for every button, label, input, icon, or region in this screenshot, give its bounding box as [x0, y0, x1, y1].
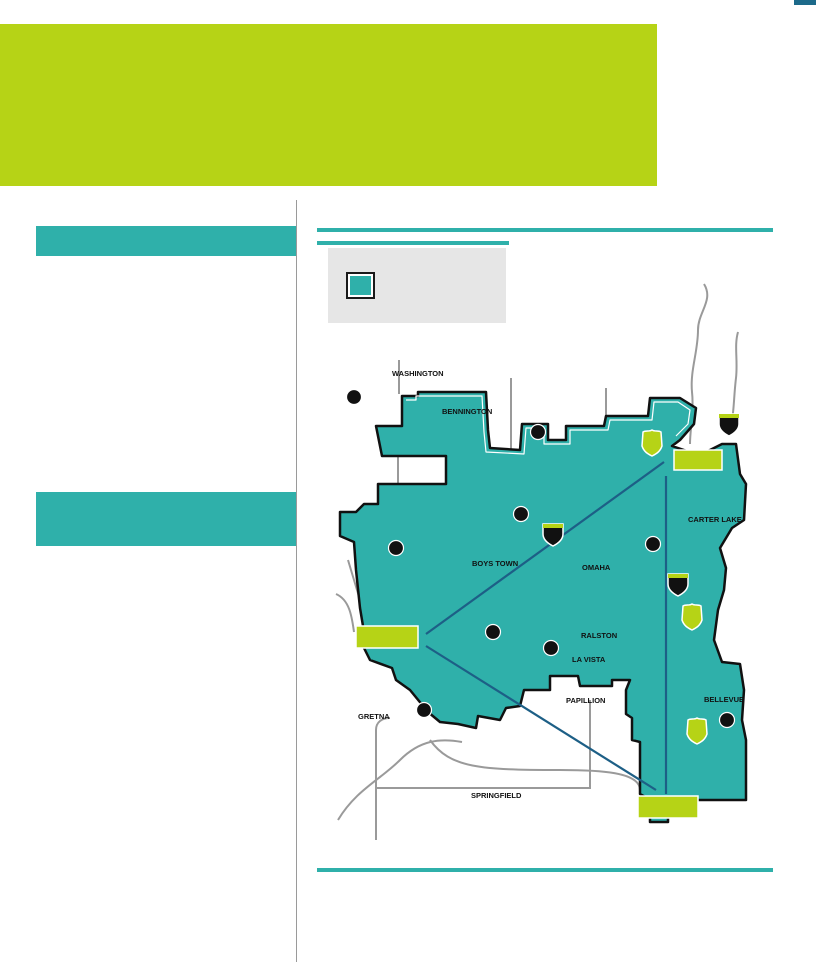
interstate-shields: [542, 413, 740, 597]
road-south-2: [429, 739, 641, 791]
location-markers: [345, 388, 736, 729]
road-west-highway: [335, 593, 355, 633]
map-bottom-rule: [317, 868, 773, 872]
us-route-shields: [641, 429, 708, 745]
vertex-callouts: [355, 449, 723, 819]
location-dot-icon: [718, 711, 736, 729]
place-label: OMAHA: [582, 563, 611, 572]
connector-west-south: [425, 645, 657, 791]
roads-and-rivers: [335, 283, 739, 840]
legend-top-rule: [317, 241, 509, 245]
map-top-rule: [317, 228, 773, 232]
location-dot-icon: [387, 539, 405, 557]
location-dot-icon: [415, 701, 433, 719]
place-labels: WASHINGTON BENNINGTON CARTER LAKE BOYS T…: [358, 369, 744, 800]
teal-area-swatch: [346, 272, 375, 299]
column-divider: [296, 200, 297, 962]
location-dot-icon: [345, 388, 363, 406]
metro-area-inner-edge: [406, 395, 691, 455]
sidebar-heading-bar-2: [36, 492, 296, 546]
us-route-shield-icon: [641, 429, 663, 457]
location-dot-icon: [529, 423, 547, 441]
place-label: BELLEVUE: [704, 695, 744, 704]
map-legend: [328, 248, 506, 323]
place-label: LA VISTA: [572, 655, 606, 664]
location-dot-icon: [484, 623, 502, 641]
place-label: SPRINGFIELD: [471, 791, 522, 800]
interstate-shield-icon: [718, 413, 740, 437]
place-label: CARTER LAKE: [688, 515, 742, 524]
green-callout-box: [673, 449, 723, 471]
us-route-shield-icon: [686, 717, 708, 745]
location-dot-icon: [512, 505, 530, 523]
sidebar-heading-bar-1: [36, 226, 296, 256]
location-dot-icon: [644, 535, 662, 553]
place-label: BOYS TOWN: [472, 559, 518, 568]
connector-west-north: [425, 461, 665, 635]
connector-lines: [425, 461, 668, 794]
metro-area: [338, 390, 748, 824]
place-label: WASHINGTON: [392, 369, 444, 378]
interstate-shield-icon: [542, 523, 564, 547]
header-banner: [0, 24, 657, 186]
place-label: RALSTON: [581, 631, 617, 640]
interstate-shield-icon: [667, 573, 689, 597]
place-label: BENNINGTON: [442, 407, 492, 416]
place-label: PAPILLION: [566, 696, 605, 705]
river-line-east: [731, 331, 739, 421]
road-south-1: [376, 700, 591, 789]
place-label: GRETNA: [358, 712, 390, 721]
corner-accent-tick: [794, 0, 816, 5]
green-callout-box: [355, 625, 419, 649]
us-route-shield-icon: [681, 603, 703, 631]
road-springfield: [375, 717, 391, 840]
green-callout-box: [637, 795, 699, 819]
road-south-west: [337, 739, 463, 821]
location-dot-icon: [542, 639, 560, 657]
